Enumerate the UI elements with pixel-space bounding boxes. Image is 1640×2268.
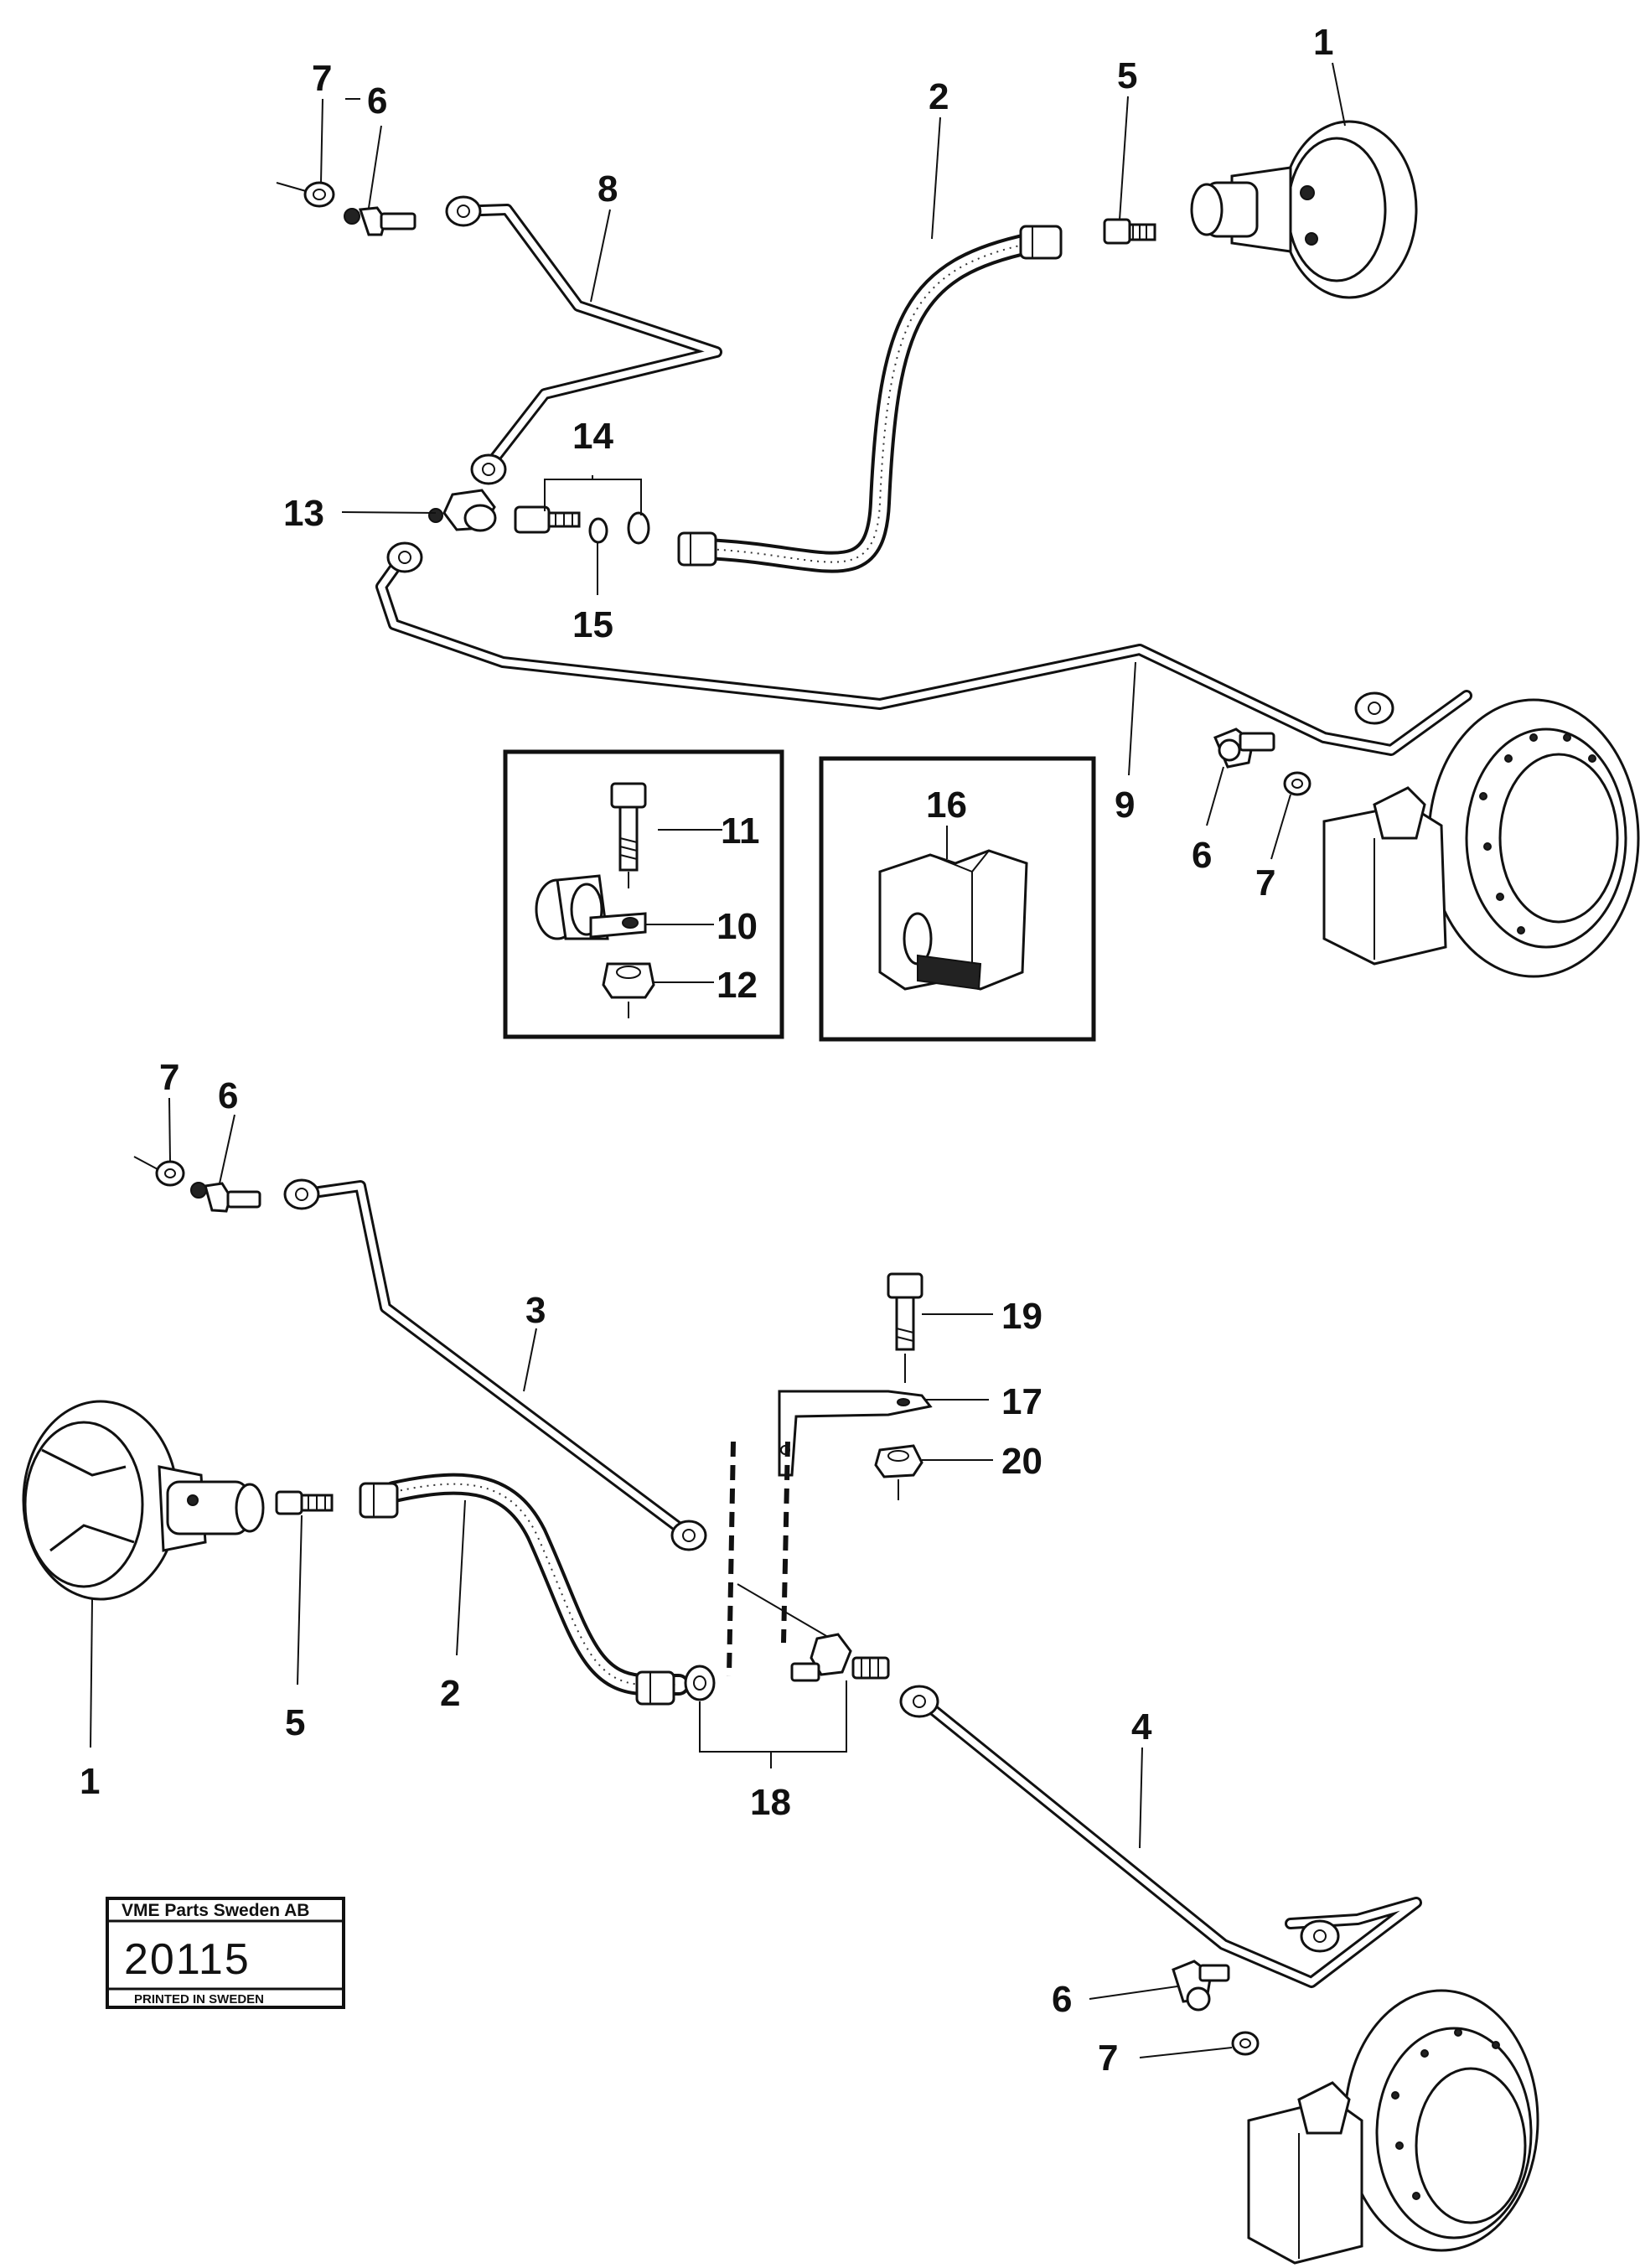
publisher-stamp: VME Parts Sweden AB 20115 PRINTED IN SWE… [106,1897,345,2009]
elbow-6-mid [190,1182,261,1213]
inset-box-rubber [819,756,1096,1042]
bolt-19 [887,1272,923,1383]
hose-2-bottom [359,1473,690,1706]
pipe-8 [445,195,722,485]
callout-2-bottom: 2 [440,1673,460,1714]
callout-7-mid: 7 [159,1057,179,1098]
callout-3: 3 [525,1290,546,1331]
callout-5-bottom: 5 [285,1702,305,1743]
stamp-printed: PRINTED IN SWEDEN [134,1992,264,2007]
callout-20: 20 [1001,1441,1042,1482]
callout-16: 16 [926,784,967,826]
nut-20 [874,1444,923,1500]
brake-chamber-bottom [22,1400,265,1601]
hose-2-top [677,225,1063,573]
elbow-6-topleft [344,206,416,236]
fitting-5-bottom [275,1490,334,1515]
fitting-5-top [1103,218,1156,245]
callout-6-topleft: 6 [367,80,387,122]
callout-6-bottom: 6 [1052,1979,1072,2020]
callout-18: 18 [750,1782,791,1823]
assembly-dashed-lines [727,1441,839,1677]
bracket-17 [778,1390,933,1477]
leader-lines [90,62,1346,2058]
callout-6-mid: 6 [218,1075,238,1116]
bolt-14-assembly [463,504,650,545]
pipe-4 [899,1685,1422,1988]
callout-11: 11 [721,810,760,852]
stamp-number: 20115 [124,1935,251,1984]
callout-7-bottom: 7 [1098,2038,1118,2079]
callout-1-top: 1 [1313,22,1333,63]
callout-4: 4 [1131,1706,1152,1748]
callout-7-right: 7 [1255,862,1275,904]
callout-5-top: 5 [1117,55,1137,96]
callout-8: 8 [598,168,618,210]
brake-chamber-top [1190,120,1418,299]
elbow-6-right [1213,728,1275,769]
callout-14: 14 [572,416,613,457]
washer-7-right [1283,771,1311,796]
callout-17: 17 [1001,1381,1042,1422]
callout-6-right: 6 [1192,835,1212,876]
callout-19: 19 [1001,1296,1042,1337]
inset-box-clamp [503,749,784,1039]
callout-7-topleft: 7 [312,58,332,99]
callout-1-bottom: 1 [80,1761,100,1802]
washer-7-bottom [1231,2031,1260,2056]
washer-7-mid [133,1156,185,1187]
fitting-18-parts [684,1633,890,1701]
pipe-9 [375,541,1472,756]
brake-disc-top [1322,698,1640,978]
callout-2-top: 2 [929,76,949,117]
callout-9: 9 [1115,784,1135,826]
stamp-company: VME Parts Sweden AB [122,1901,309,1920]
callout-15: 15 [572,604,613,645]
callout-labels: 1 2 5 7 6 8 13 14 15 9 6 7 11 10 12 16 7… [80,22,1333,2079]
callout-12: 12 [717,965,758,1006]
washer-7-topleft [276,181,335,208]
callout-10: 10 [717,906,758,947]
callout-13: 13 [283,493,324,534]
brake-disc-bottom [1247,1989,1539,2265]
elbow-6-bottom [1172,1960,1230,2012]
pipe-3 [283,1178,707,1551]
